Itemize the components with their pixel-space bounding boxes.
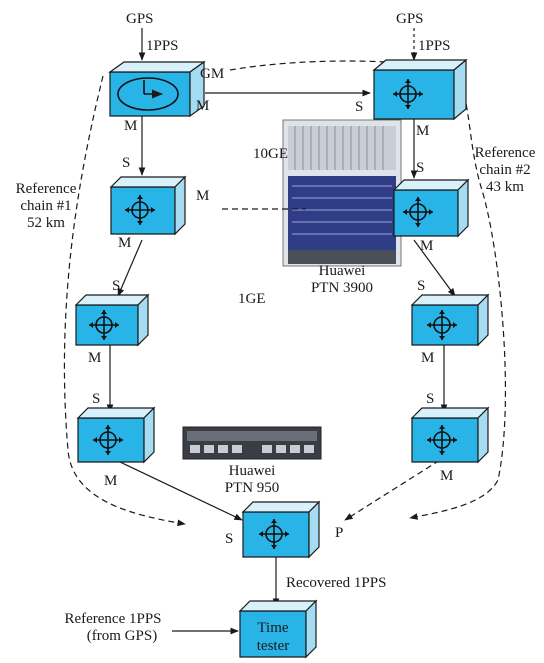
left-chain-link-2 <box>117 239 143 297</box>
gm-master-port-right: M <box>196 98 209 114</box>
right-slave-port-3: S <box>417 278 425 294</box>
reference-chain-2-label-3: 43 km <box>486 179 524 195</box>
gm-master-port-down: M <box>124 118 137 134</box>
reference-chain-2-label-1: Reference <box>475 145 536 161</box>
left-chain-link-4 <box>119 461 243 521</box>
right-boundary-box-2 <box>392 178 470 238</box>
huawei-ptn950-label-2: PTN 950 <box>225 480 280 496</box>
huawei-ptn3900-label-2: PTN 3900 <box>311 280 373 296</box>
left-boundary-box-2 <box>109 175 187 236</box>
huawei-ptn3900-image <box>282 119 402 267</box>
clock-icon <box>117 77 179 111</box>
reference-chain-1-label-1: Reference <box>16 181 77 197</box>
reference-1pps-label-2: (from GPS) <box>87 628 157 644</box>
left-master-port-2-down: M <box>118 235 131 251</box>
reference-chain-1-path <box>63 75 186 527</box>
time-tester-label-2: tester <box>257 638 289 654</box>
right-master-port-3: M <box>421 350 434 366</box>
left-slave-port-3: S <box>112 278 120 294</box>
recovered-1pps-label: Recovered 1PPS <box>286 575 386 591</box>
reference-chain-2-label-2: chain #2 <box>479 162 530 178</box>
reference-chain-1-label-3: 52 km <box>27 215 65 231</box>
right-master-box <box>372 58 468 121</box>
slave-clock-p-port: P <box>335 525 343 541</box>
left-boundary-box-4 <box>76 406 156 464</box>
reference-chain-1-label-2: chain #1 <box>20 198 71 214</box>
slave-clock-slave-port: S <box>225 531 233 547</box>
reference-chain-2-path <box>229 60 507 520</box>
right-slave-port-4: S <box>426 391 434 407</box>
right-slave-port: S <box>355 99 363 115</box>
gps-left-label: GPS <box>126 11 154 27</box>
slave-clock-box <box>241 500 321 559</box>
reference-1pps-label-1: Reference 1PPS <box>64 611 161 627</box>
right-slave-port-2: S <box>416 160 424 176</box>
huawei-ptn950-image <box>182 426 322 460</box>
left-master-port-2-right: M <box>196 188 209 204</box>
right-master-port: M <box>416 123 429 139</box>
right-master-port-2: M <box>420 238 433 254</box>
grandmaster-clock-box <box>108 60 206 118</box>
right-boundary-box-3 <box>410 293 490 347</box>
time-tester-box: Time tester <box>238 599 318 659</box>
label-10ge: 10GE <box>253 146 288 162</box>
gm-label: GM <box>200 66 224 82</box>
pps-right-label: 1PPS <box>418 38 451 54</box>
right-master-port-4: M <box>440 468 453 484</box>
pps-left-label: 1PPS <box>146 38 179 54</box>
right-chain-link-2 <box>413 239 456 297</box>
left-master-port-4: M <box>104 473 117 489</box>
right-boundary-box-4 <box>410 406 490 464</box>
gps-right-label: GPS <box>396 11 424 27</box>
left-boundary-box-3 <box>74 293 150 347</box>
time-tester-label-1: Time <box>257 620 288 636</box>
left-slave-port-2: S <box>122 155 130 171</box>
label-1ge: 1GE <box>238 291 266 307</box>
huawei-ptn950-label-1: Huawei <box>229 463 276 479</box>
left-slave-port-4: S <box>92 391 100 407</box>
huawei-ptn3900-label-1: Huawei <box>319 263 366 279</box>
left-master-port-3: M <box>88 350 101 366</box>
ptp-link-right-chain-dashed <box>344 454 449 521</box>
